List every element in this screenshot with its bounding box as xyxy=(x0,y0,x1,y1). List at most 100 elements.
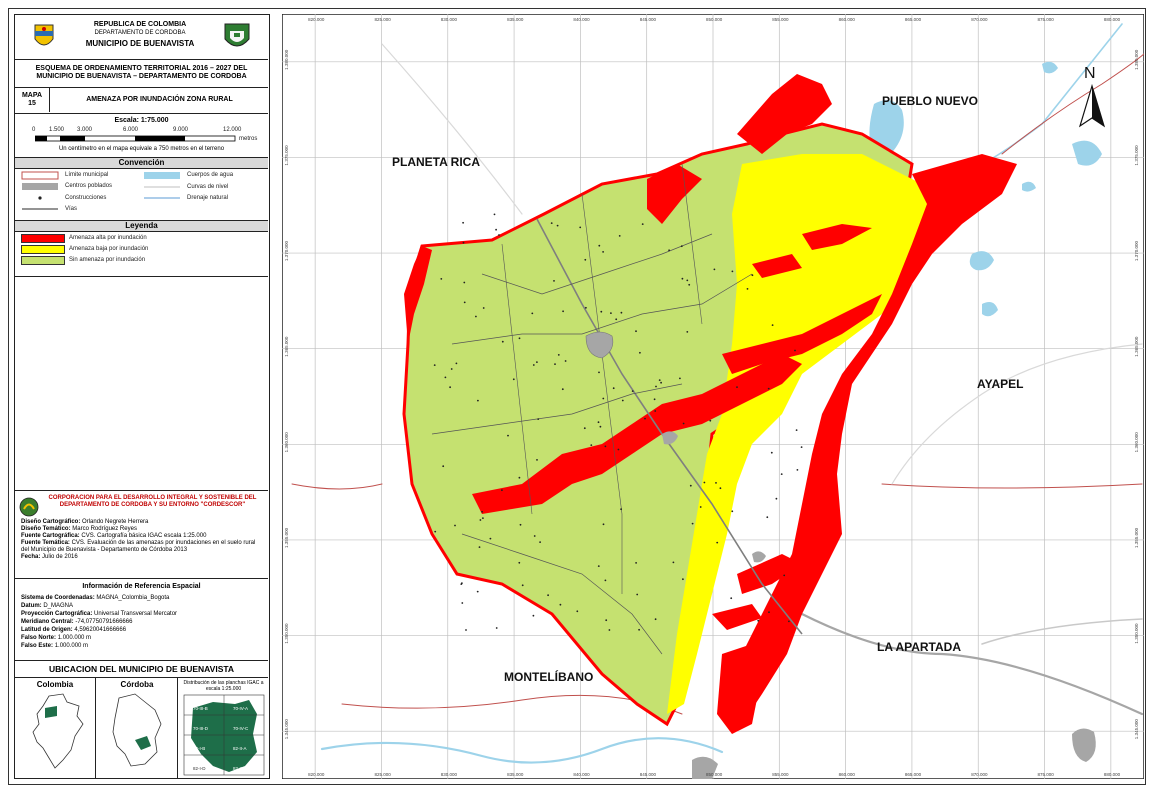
convention-item: Drenaje natural xyxy=(187,195,229,201)
zone-high-hazard xyxy=(404,74,1017,734)
construction-dot xyxy=(579,226,582,229)
spatial-ref-row: Sistema de Coordenadas: MAGNA_Colombia_B… xyxy=(21,594,262,602)
convention-item: Cuerpos de agua xyxy=(187,172,234,178)
construction-dot xyxy=(770,451,773,454)
scale-tick: 12.000 xyxy=(223,127,242,133)
village xyxy=(662,431,678,445)
construction-dot xyxy=(440,278,443,280)
coordinate-ticks-right: 1.380.0001.375.0001.370.0001.365.0001.36… xyxy=(1134,49,1139,739)
construction-dot xyxy=(620,311,623,314)
construction-dot xyxy=(715,482,717,484)
construction-dot xyxy=(780,473,783,475)
convention-item: Curvas de nivel xyxy=(187,184,229,190)
coordinate-tick-label: 1.375.000 xyxy=(284,145,289,166)
construction-dot xyxy=(608,629,611,631)
plan-title: ESQUEMA DE ORDENAMIENTO TERRITORIAL 2016… xyxy=(15,60,268,88)
coordinate-tick-label: 870.000 xyxy=(971,17,988,22)
coordinate-tick-label: 825.000 xyxy=(374,772,391,777)
road xyxy=(891,343,1143,485)
credits-list: Diseño Cartográfico: Orlando Negrete Her… xyxy=(21,519,262,561)
high-hazard-area xyxy=(404,246,432,344)
construction-dot xyxy=(658,379,661,381)
boundary-line xyxy=(291,483,383,490)
construction-dot xyxy=(518,561,521,564)
convention-item: Construcciones xyxy=(65,195,107,201)
construction-dot xyxy=(636,593,639,596)
spatial-ref-key: Latitud de Origen: xyxy=(21,627,73,633)
construction-dot xyxy=(653,398,656,401)
construction-dot xyxy=(462,241,465,244)
header-line1: REPUBLICA DE COLOMBIA xyxy=(93,21,187,28)
construction-dot xyxy=(641,223,644,226)
construction-dot xyxy=(604,579,607,582)
construction-dot xyxy=(644,417,646,420)
legend-swatch-low xyxy=(21,245,65,254)
coordinate-tick-label: 1.360.000 xyxy=(1134,432,1139,453)
coordinate-tick-label: 840.000 xyxy=(573,772,590,777)
legend-swatch-high xyxy=(21,234,65,243)
plancha-label: 70-III-D xyxy=(193,726,209,731)
location-colombia-panel: Colombia xyxy=(15,678,96,778)
neighbor-label: PLANETA RICA xyxy=(392,155,480,169)
credit-value: CVS. Evaluación de las amenazas por inun… xyxy=(21,540,256,553)
high-hazard-area xyxy=(647,164,702,224)
coordinate-tick-label: 1.345.000 xyxy=(1134,719,1139,740)
map-frame: PLANETA RICA PUEBLO NUEVO AYAPEL LA APAR… xyxy=(281,13,1145,780)
coordinate-tick-label: 870.000 xyxy=(971,772,988,777)
village xyxy=(752,551,766,563)
spatial-ref-value: -74,07750791666666 xyxy=(75,619,133,625)
construction-dot xyxy=(559,603,562,606)
construction-dot xyxy=(454,524,456,527)
construction-dot xyxy=(557,354,560,356)
coordinate-tick-label: 875.000 xyxy=(1038,17,1055,22)
coordinate-tick-label: 830.000 xyxy=(441,772,458,777)
spatial-reference-block: Información de Referencia Espacial Siste… xyxy=(15,579,268,661)
high-hazard-area xyxy=(712,604,762,630)
scale-unit: metros xyxy=(239,136,258,142)
header-line2: DEPARTAMENTO DE CORDOBA xyxy=(94,30,186,36)
spatial-ref-value: Universal Transversal Mercator xyxy=(94,611,178,617)
north-label: N xyxy=(1084,65,1096,82)
blank-space xyxy=(15,277,268,491)
coordinate-tick-label: 880.000 xyxy=(1104,17,1121,22)
construction-dot xyxy=(654,618,657,621)
water-body xyxy=(1042,61,1058,74)
construction-dot xyxy=(602,523,605,526)
coordinate-tick-label: 860.000 xyxy=(839,772,856,777)
location-panel-title: Córdoba xyxy=(120,680,154,689)
cvs-logo-icon xyxy=(19,497,39,517)
spatial-ref-value: MAGNA_Colombia_Bogota xyxy=(96,595,170,601)
spatial-ref-row: Falso Este: 1.000.000 m xyxy=(21,642,262,650)
road xyxy=(461,533,663,655)
road xyxy=(451,273,753,345)
spatial-ref-row: Meridiano Central: -74,07750791666666 xyxy=(21,618,262,626)
credit-value: Julio de 2016 xyxy=(42,554,78,560)
convention-symbols-right xyxy=(144,172,180,199)
construction-dot xyxy=(610,312,612,314)
credit-key: Diseño Temático: xyxy=(21,526,71,532)
coordinate-tick-label: 840.000 xyxy=(573,17,590,22)
high-hazard-area xyxy=(737,74,832,154)
convention-item: Centros poblados xyxy=(65,183,113,189)
spatial-ref-row: Proyección Cartográfica: Universal Trans… xyxy=(21,610,262,618)
construction-dot xyxy=(475,315,477,318)
header-block: REPUBLICA DE COLOMBIA DEPARTAMENTO DE CO… xyxy=(15,15,268,60)
construction-dot xyxy=(512,378,515,381)
credit-row: Fuente Cartográfica: CVS. Cartografía bá… xyxy=(21,533,262,540)
construction-dot xyxy=(746,288,749,290)
coordinate-tick-label: 1.355.000 xyxy=(284,527,289,548)
construction-dot xyxy=(434,530,437,533)
cordoba-shield-icon xyxy=(224,23,250,47)
construction-dot xyxy=(719,487,722,490)
hazard-map: PLANETA RICA PUEBLO NUEVO AYAPEL LA APAR… xyxy=(281,13,1145,780)
construction-dot xyxy=(482,517,484,519)
high-hazard-area xyxy=(717,644,762,734)
legend-title: Leyenda xyxy=(15,221,268,232)
coordinate-ticks-left: 1.380.0001.375.0001.370.0001.365.0001.36… xyxy=(284,49,289,739)
coordinate-tick-label: 1.380.000 xyxy=(1134,49,1139,70)
coordinate-tick-label: 865.000 xyxy=(905,772,922,777)
construction-dot xyxy=(618,235,621,237)
construction-dot xyxy=(598,371,600,374)
zone-low-hazard xyxy=(667,154,932,714)
